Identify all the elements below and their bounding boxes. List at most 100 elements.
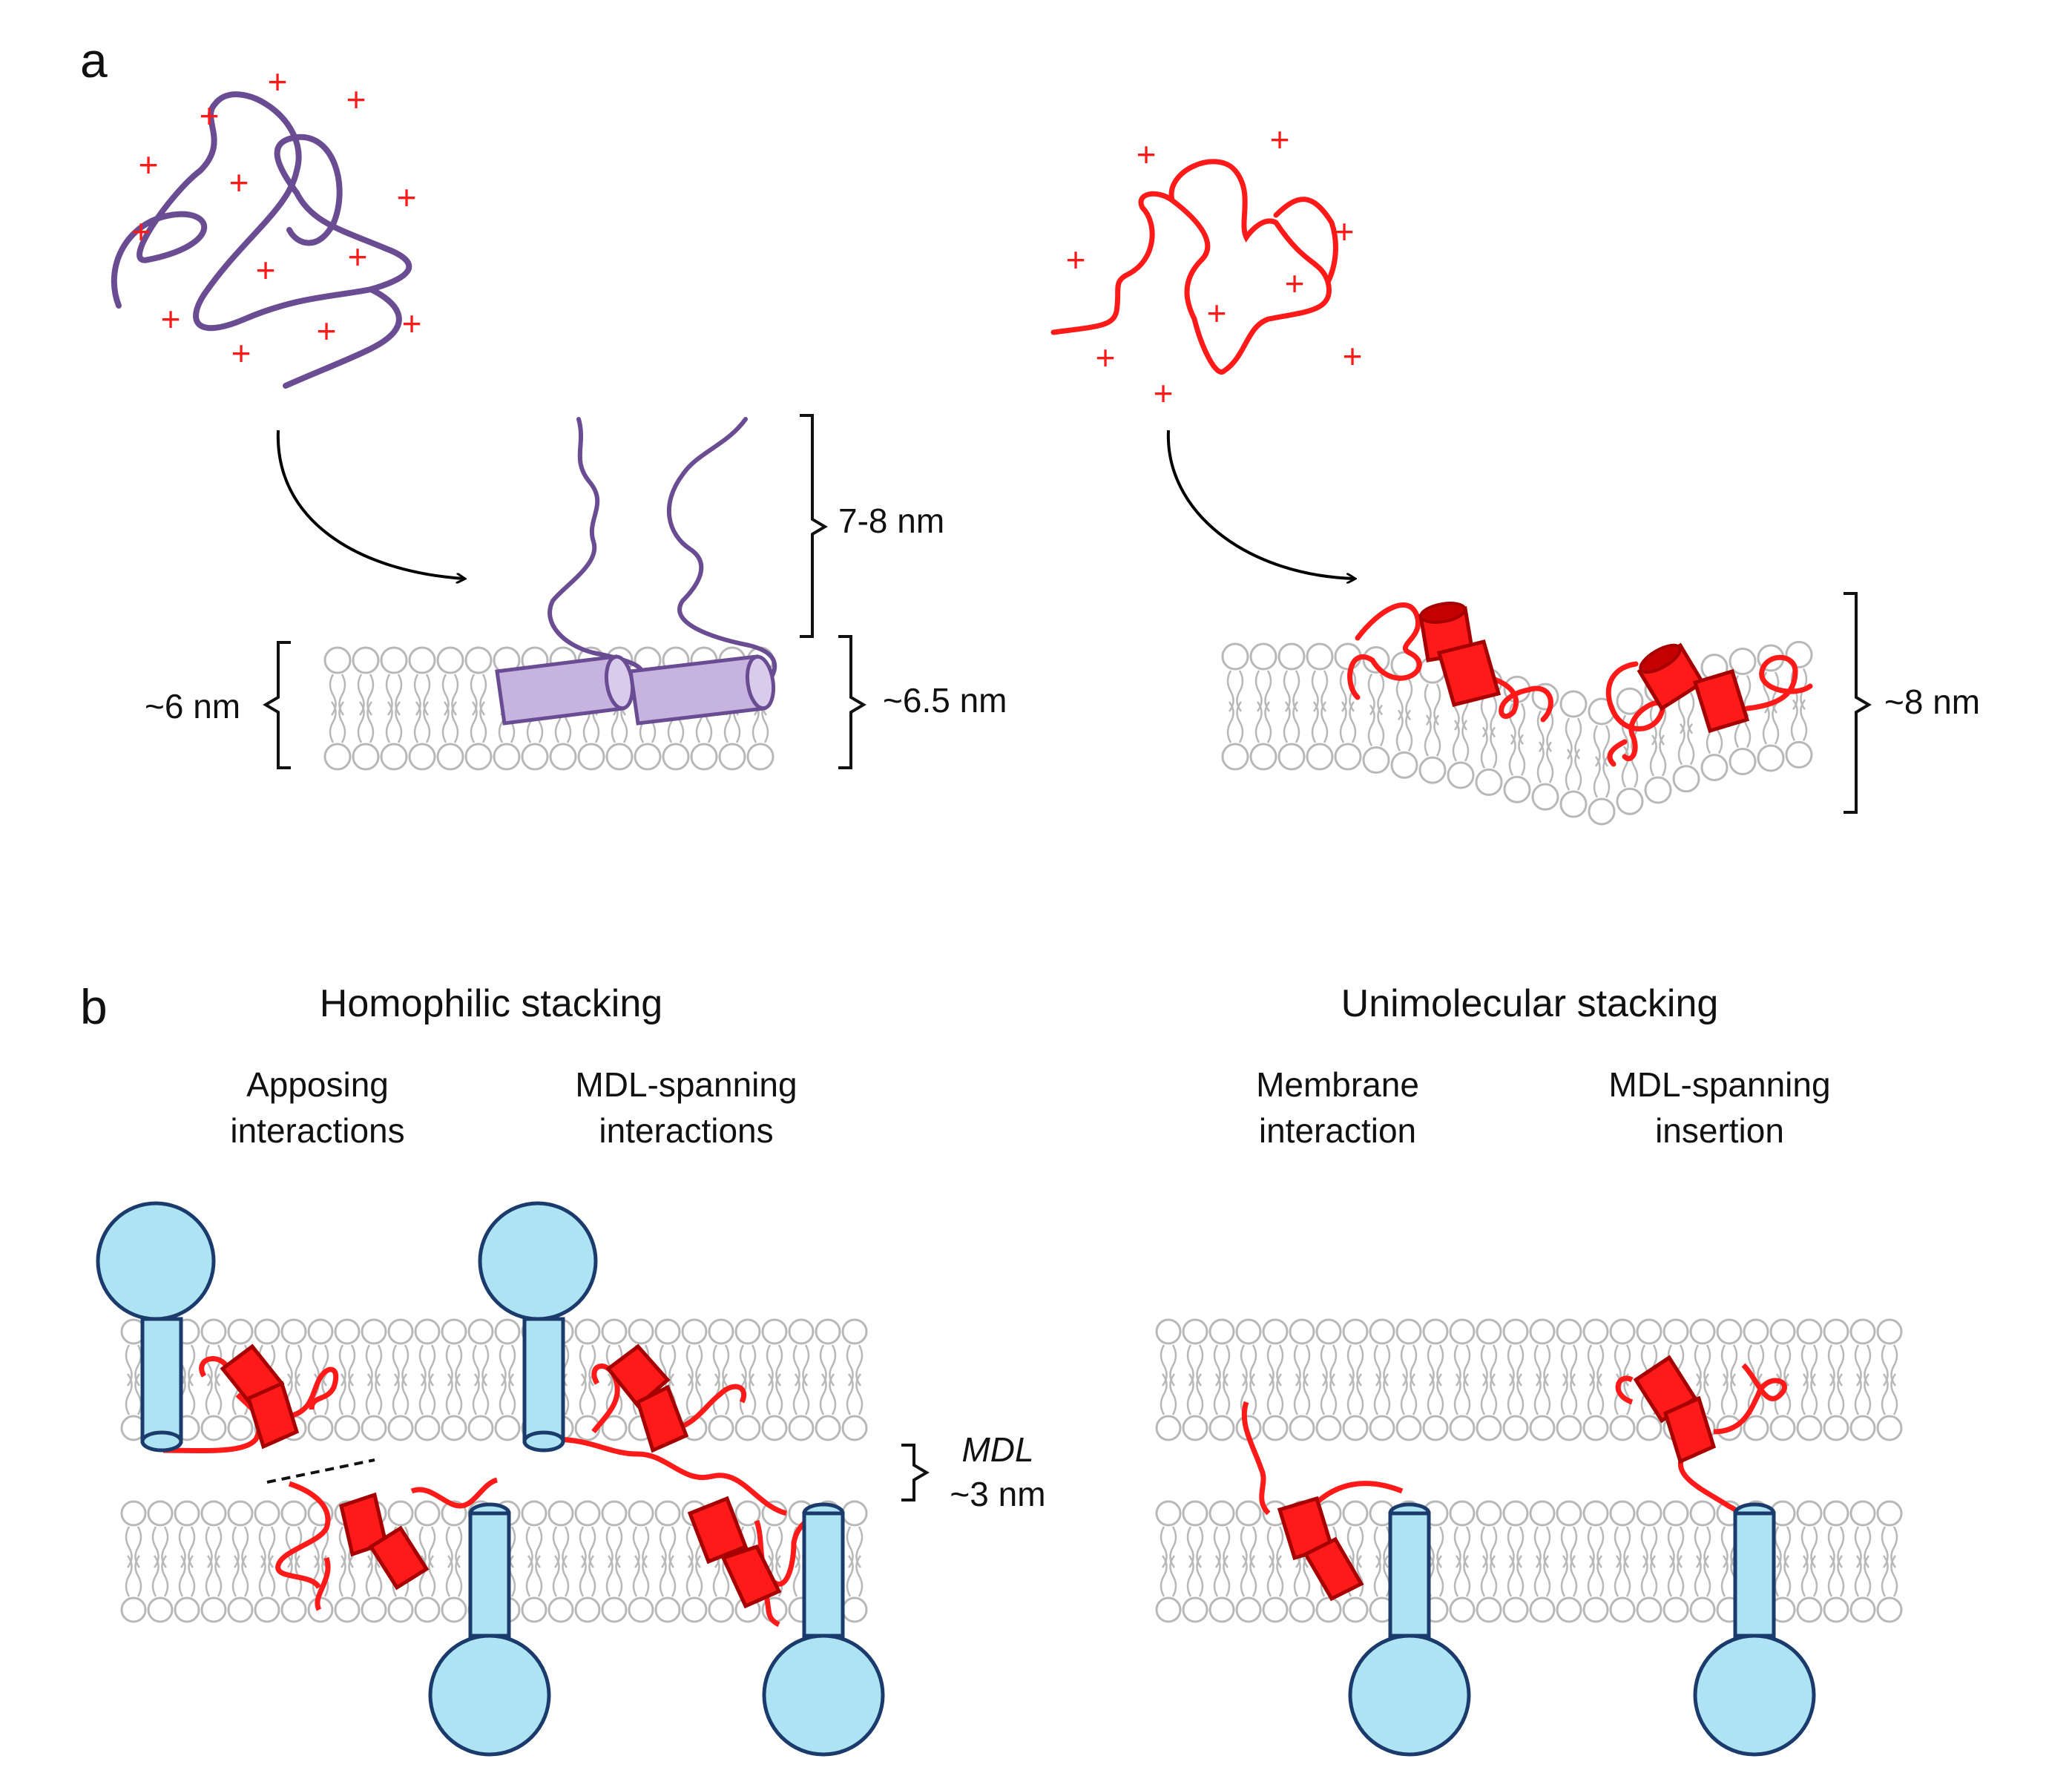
b-red-protein-upper-apposing <box>162 1343 339 1454</box>
purple-disordered-protein <box>111 91 412 389</box>
b-anchor-lower-mid <box>762 1502 885 1757</box>
lipid-headgroup <box>1503 775 1531 803</box>
lipid-tail <box>1480 1555 1488 1597</box>
lipid-tail <box>562 1555 570 1597</box>
panel-b-label: b <box>80 979 108 1034</box>
lipid-tail <box>451 701 459 743</box>
lipid-headgroup <box>1588 797 1616 826</box>
b-anchor-upper-left <box>96 1201 216 1453</box>
charge-symbol: + <box>268 62 288 101</box>
lipid-headgroup <box>1616 787 1644 815</box>
lipid-headgroup <box>601 1596 628 1623</box>
b-anchor-upper-mid <box>478 1201 598 1453</box>
lipid-headgroup <box>441 1596 467 1623</box>
lipid-headgroup <box>1342 1500 1369 1527</box>
mdl-spanning-interactions-line2: interactions <box>599 1111 773 1150</box>
lipid-tail <box>1890 1555 1898 1597</box>
lipid-headgroup <box>1796 1415 1823 1441</box>
lipid-headgroup <box>1582 1318 1609 1345</box>
lipid-headgroup <box>1418 756 1447 784</box>
lipid-headgroup <box>147 1596 174 1623</box>
lipid-tail <box>615 1555 623 1597</box>
lipid-headgroup <box>1582 1500 1609 1527</box>
lipid-tail <box>365 1373 373 1415</box>
lipid-headgroup <box>441 1318 467 1345</box>
lipid-headgroup <box>1221 743 1249 771</box>
lipid-headgroup <box>601 1500 628 1527</box>
lipid-tail <box>1226 701 1234 743</box>
lipid-headgroup <box>1395 1415 1422 1441</box>
lipid-tail <box>1436 1555 1444 1597</box>
lipid-tail <box>338 1555 346 1597</box>
lipid-headgroup <box>1876 1596 1903 1623</box>
lipid-tail <box>588 1555 596 1597</box>
lipid-tail <box>1196 1555 1204 1597</box>
lipid-tail <box>499 1373 507 1415</box>
purple-helix-2 <box>628 654 776 726</box>
lipid-headgroup <box>1342 1318 1369 1345</box>
lipid-tail <box>1292 701 1300 743</box>
lipid-headgroup <box>1235 1500 1262 1527</box>
lipid-tail <box>1453 1373 1461 1415</box>
lipid-tail <box>1516 1555 1525 1597</box>
lipid-tail <box>1677 723 1685 766</box>
lipid-tail <box>1587 1373 1595 1415</box>
lipid-headgroup <box>1306 743 1334 771</box>
lipid-headgroup <box>1476 1596 1502 1623</box>
lipid-headgroup <box>1556 1500 1582 1527</box>
lipid-tail <box>357 701 365 743</box>
lipid-headgroup <box>841 1415 868 1441</box>
lipid-headgroup <box>307 1318 334 1345</box>
lipid-tail <box>1356 1373 1364 1415</box>
lipid-tail <box>1169 1555 1177 1597</box>
lipid-headgroup <box>1390 751 1418 779</box>
lipid-headgroup <box>1221 642 1249 671</box>
lipid-headgroup <box>1757 744 1785 772</box>
lipid-headgroup <box>628 1318 654 1345</box>
lipid-headgroup <box>654 1596 681 1623</box>
lipid-headgroup <box>387 1596 414 1623</box>
lipid-headgroup <box>1796 1500 1823 1527</box>
lipid-headgroup <box>690 743 718 771</box>
lipid-headgroup <box>174 1500 200 1527</box>
lipid-tail <box>642 1555 650 1597</box>
lipid-tail <box>445 1555 453 1597</box>
lipid-tail <box>508 1373 516 1415</box>
charge-symbol: + <box>1343 337 1363 375</box>
lipid-tail <box>470 701 478 743</box>
lipid-tail <box>1436 1373 1444 1415</box>
lipid-tail <box>792 1373 800 1415</box>
lipid-headgroup <box>361 1318 387 1345</box>
lipid-tail <box>1453 1555 1461 1597</box>
lipid-headgroup <box>1315 1318 1342 1345</box>
lipid-tail <box>1614 1555 1622 1597</box>
lipid-headgroup <box>681 1318 708 1345</box>
lipid-headgroup <box>1289 1318 1315 1345</box>
lipid-tail <box>749 1373 757 1415</box>
lipid-headgroup <box>1449 1596 1476 1623</box>
lipid-tail <box>401 1373 410 1415</box>
lipid-headgroup <box>200 1318 227 1345</box>
lipid-tail <box>1720 1373 1729 1415</box>
bilayer-left-bound-thickness-label: ~6.5 nm <box>883 681 1007 720</box>
lipid-tail <box>1730 1373 1738 1415</box>
lipid-headgroup <box>414 1500 441 1527</box>
charge-symbol: + <box>200 96 220 135</box>
lipid-headgroup <box>1529 1596 1556 1623</box>
lipid-tail <box>1223 1373 1231 1415</box>
lipid-tail <box>695 1555 703 1597</box>
lipid-tail <box>1677 1555 1685 1597</box>
lipid-headgroup <box>1262 1415 1289 1441</box>
arrow-left <box>276 430 464 579</box>
lipid-tail <box>1507 1373 1515 1415</box>
lipid-tail <box>1303 1555 1311 1597</box>
lipid-headgroup <box>1422 1318 1449 1345</box>
charge-symbol: + <box>1285 264 1305 303</box>
lipid-tail <box>295 1373 303 1415</box>
lipid-headgroup <box>1315 1596 1342 1623</box>
charge-symbol: + <box>397 178 417 217</box>
lipid-tail <box>1783 1555 1792 1597</box>
lipid-headgroup <box>1289 1596 1315 1623</box>
lipid-tail <box>1169 1373 1177 1415</box>
lipid-tail <box>428 1373 436 1415</box>
